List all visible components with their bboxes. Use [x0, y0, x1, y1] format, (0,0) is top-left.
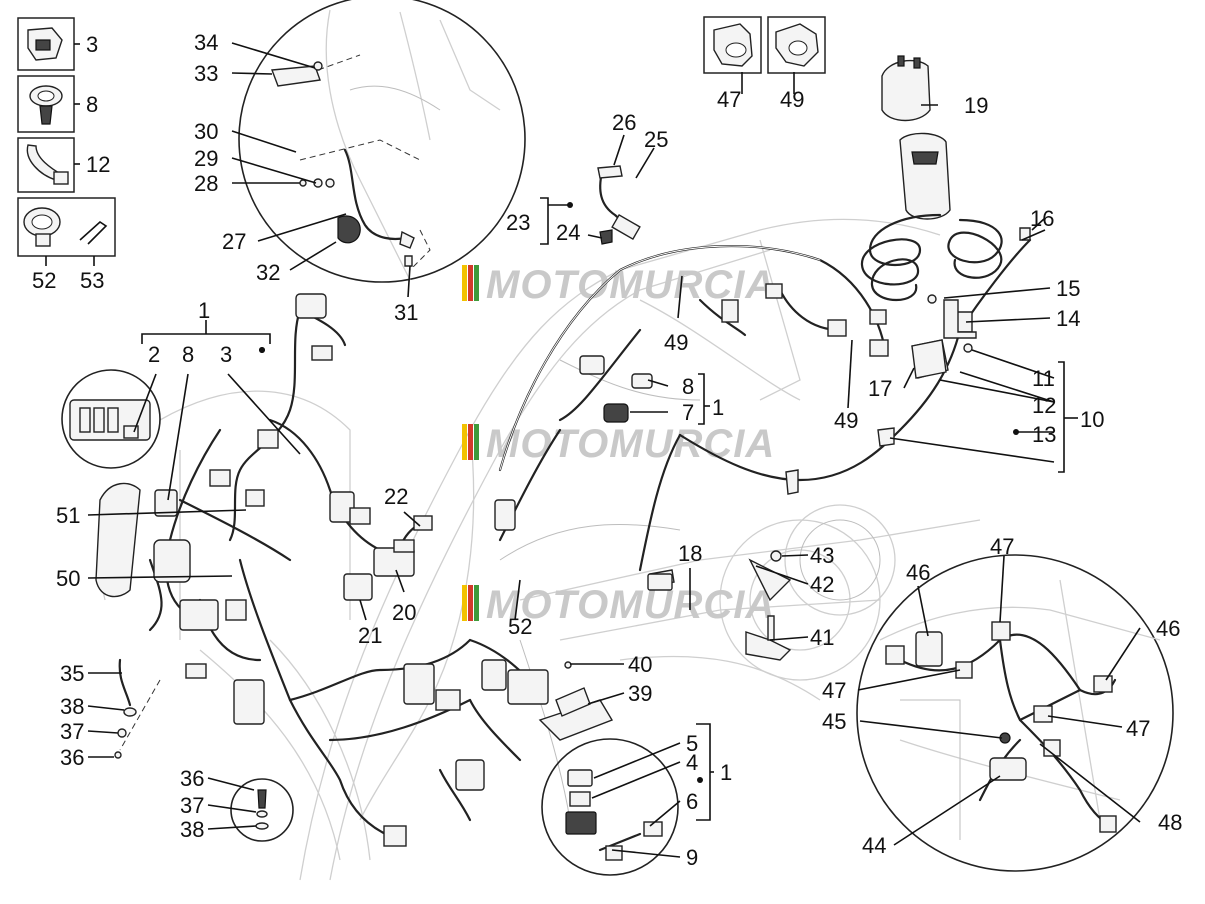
callout-50: 50 [56, 566, 80, 591]
callout-40: 40 [628, 652, 652, 677]
main-harness-left [95, 293, 549, 847]
callout-37a: 37 [60, 719, 84, 744]
watermark-2: MOTOMURCIA [462, 422, 775, 466]
detail-circle-battery-lead [238, 0, 526, 283]
callout-26: 26 [612, 110, 636, 135]
callout-3: 3 [86, 32, 98, 57]
callout-8: 8 [86, 92, 98, 117]
callout-38a: 38 [60, 694, 84, 719]
scooter-frame-outline [99, 218, 981, 881]
watermark-text: MOTOMURCIA [486, 583, 775, 627]
callout-12b: 12 [1032, 393, 1056, 418]
callout-9: 9 [686, 845, 698, 870]
callout-47c: 47 [1126, 716, 1150, 741]
callout-41: 41 [810, 625, 834, 650]
callout-13: 13 [1032, 422, 1056, 447]
callout-15: 15 [1056, 276, 1080, 301]
callout-19: 19 [964, 93, 988, 118]
callout-labels: 3 8 12 52 53 34 33 30 29 28 27 32 31 26 … [32, 30, 1182, 870]
callout-8c: 8 [182, 342, 194, 367]
callout-47b: 47 [822, 678, 846, 703]
callout-42: 42 [810, 572, 834, 597]
callout-18: 18 [678, 541, 702, 566]
watermark-3: MOTOMURCIA [462, 583, 775, 627]
callout-20: 20 [392, 600, 416, 625]
part-box-12 [17, 137, 75, 193]
callout-1a: 1 [198, 298, 210, 323]
watermark-text: MOTOMURCIA [486, 422, 775, 466]
callout-1b: 1 [720, 760, 732, 785]
detail-circle-bolt [230, 778, 294, 842]
callout-6: 6 [686, 789, 698, 814]
callout-36b: 36 [180, 766, 204, 791]
callout-53: 53 [80, 268, 104, 293]
callout-28: 28 [194, 171, 218, 196]
part-box-52-53 [17, 197, 116, 257]
connector-18 [647, 573, 673, 591]
callout-43: 43 [810, 543, 834, 568]
callout-25: 25 [644, 127, 668, 152]
callout-1c: 1 [712, 395, 724, 420]
detail-circle-rear-harness [856, 554, 1174, 872]
detail-circle-fusebox [61, 369, 161, 469]
part-box-47 [703, 16, 762, 74]
callout-10: 10 [1080, 407, 1104, 432]
callout-3b: 3 [220, 342, 232, 367]
leader-lines [45, 42, 1141, 858]
detail-circle-connectors [541, 738, 679, 876]
callout-21: 21 [358, 623, 382, 648]
callout-17: 17 [868, 376, 892, 401]
callout-8b: 8 [682, 374, 694, 399]
callout-16: 16 [1030, 206, 1054, 231]
callout-46b: 46 [1156, 616, 1180, 641]
callout-22: 22 [384, 484, 408, 509]
callout-2: 2 [148, 342, 160, 367]
callout-48: 48 [1158, 810, 1182, 835]
part-box-49 [767, 16, 826, 74]
callout-34: 34 [194, 30, 218, 55]
bracket-parts-14-17 [911, 227, 1031, 379]
part-box-3 [17, 17, 75, 71]
callout-24: 24 [556, 220, 580, 245]
callout-11: 11 [1032, 366, 1055, 391]
callout-5: 5 [686, 731, 698, 756]
callout-49-top: 49 [780, 87, 804, 112]
callout-32: 32 [256, 260, 280, 285]
callout-39: 39 [628, 681, 652, 706]
callout-7: 7 [682, 400, 694, 425]
callout-52: 52 [32, 268, 56, 293]
callout-36a: 36 [60, 745, 84, 770]
callout-4: 4 [686, 750, 698, 775]
callout-44: 44 [862, 833, 886, 858]
callout-49b: 49 [834, 408, 858, 433]
callout-12: 12 [86, 152, 110, 177]
callout-35: 35 [60, 661, 84, 686]
callout-30: 30 [194, 119, 218, 144]
callout-37b: 37 [180, 793, 204, 818]
callout-dot [259, 347, 265, 353]
callout-47a: 47 [990, 534, 1014, 559]
callout-14: 14 [1056, 306, 1080, 331]
callout-49a: 49 [664, 330, 688, 355]
callout-27: 27 [222, 229, 246, 254]
coiled-cable [860, 213, 1003, 302]
callout-31: 31 [394, 300, 418, 325]
charger-plug-19 [881, 55, 951, 220]
callout-47-top: 47 [717, 87, 741, 112]
callout-51: 51 [56, 503, 80, 528]
callout-23: 23 [506, 210, 530, 235]
sensor-lead-23 [597, 165, 641, 245]
callout-33: 33 [194, 61, 218, 86]
callout-29: 29 [194, 146, 218, 171]
relay-parts-20-22 [343, 515, 433, 601]
callout-38b: 38 [180, 817, 204, 842]
callout-45: 45 [822, 709, 846, 734]
callout-52b: 52 [508, 614, 532, 639]
callout-46a: 46 [906, 560, 930, 585]
part-box-8 [17, 75, 75, 133]
